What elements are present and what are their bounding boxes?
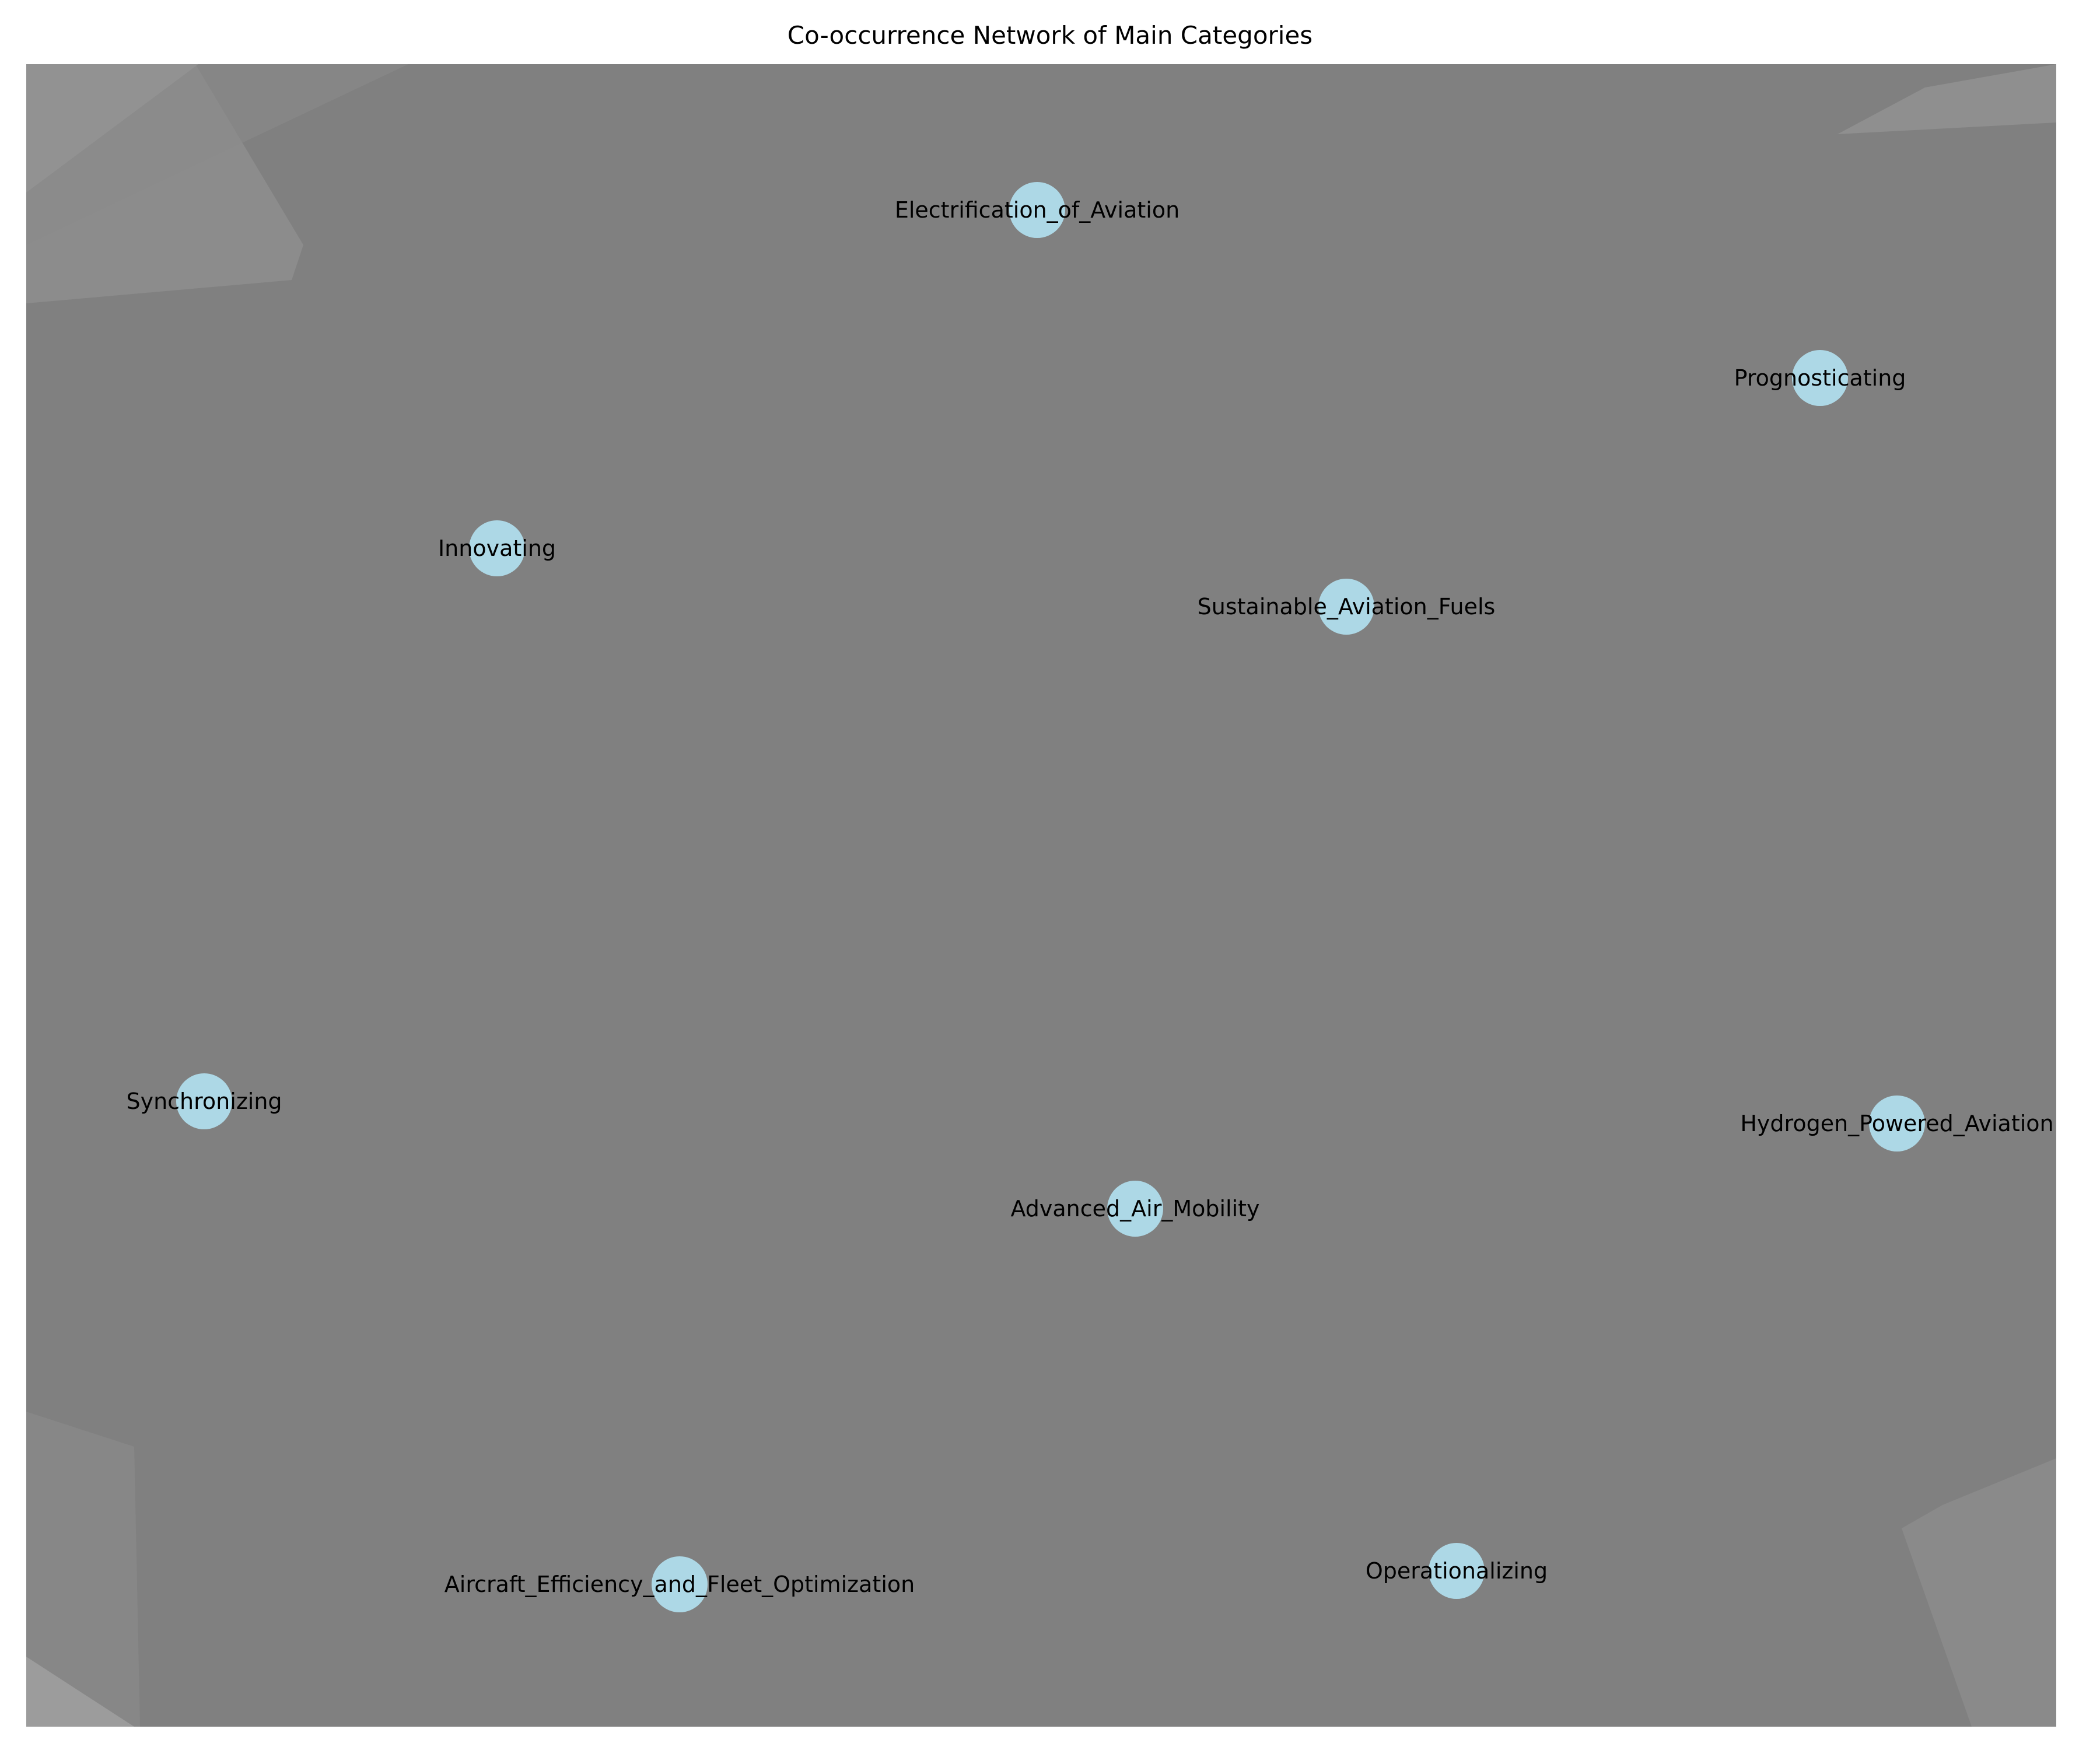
node-circle <box>1107 1181 1163 1237</box>
node-aam: Advanced_Air_Mobility <box>1010 1181 1260 1237</box>
edge-fringe <box>26 64 408 245</box>
node-label: Prognosticating <box>1734 365 1906 391</box>
node-label: Sustainable_Aviation_Fuels <box>1198 594 1496 620</box>
node-circle <box>176 1073 232 1129</box>
edge-fringe <box>26 1657 134 1727</box>
node-circle <box>1792 350 1848 406</box>
node-label: Advanced_Air_Mobility <box>1010 1196 1259 1222</box>
figure-title: Co-occurrence Network of Main Categories <box>787 21 1313 50</box>
node-efficiency: Aircraft_Efficiency_and_Fleet_Optimizati… <box>444 1556 915 1612</box>
node-saf: Sustainable_Aviation_Fuels <box>1198 579 1496 635</box>
node-hydrogen: Hydrogen_Powered_Aviation <box>1740 1096 2054 1152</box>
node-circle <box>469 520 525 576</box>
node-label: Aircraft_Efficiency_and_Fleet_Optimizati… <box>444 1572 915 1597</box>
node-innovating: Innovating <box>438 520 556 576</box>
node-prognosticating: Prognosticating <box>1734 350 1906 406</box>
node-label: Innovating <box>438 536 556 561</box>
node-circle <box>1429 1543 1485 1599</box>
node-layer: Electrification_of_AviationPrognosticati… <box>126 182 2054 1612</box>
node-synchronizing: Synchronizing <box>126 1073 282 1129</box>
node-circle <box>1318 579 1374 635</box>
node-circle <box>652 1556 708 1612</box>
node-label: Electrification_of_Aviation <box>895 197 1180 223</box>
edge-fringe <box>1838 64 2056 134</box>
node-label: Operationalizing <box>1366 1558 1548 1584</box>
node-operationalizing: Operationalizing <box>1366 1543 1548 1599</box>
node-circle <box>1009 182 1065 238</box>
node-electrification: Electrification_of_Aviation <box>895 182 1180 238</box>
edge-mass <box>26 64 2056 1727</box>
node-label: Synchronizing <box>126 1088 282 1114</box>
edge-fringe <box>1902 1458 2056 1727</box>
node-label: Hydrogen_Powered_Aviation <box>1740 1111 2053 1136</box>
node-circle <box>1869 1096 1925 1152</box>
edge-fringe <box>26 1412 140 1727</box>
network-plot-area <box>26 64 2056 1727</box>
